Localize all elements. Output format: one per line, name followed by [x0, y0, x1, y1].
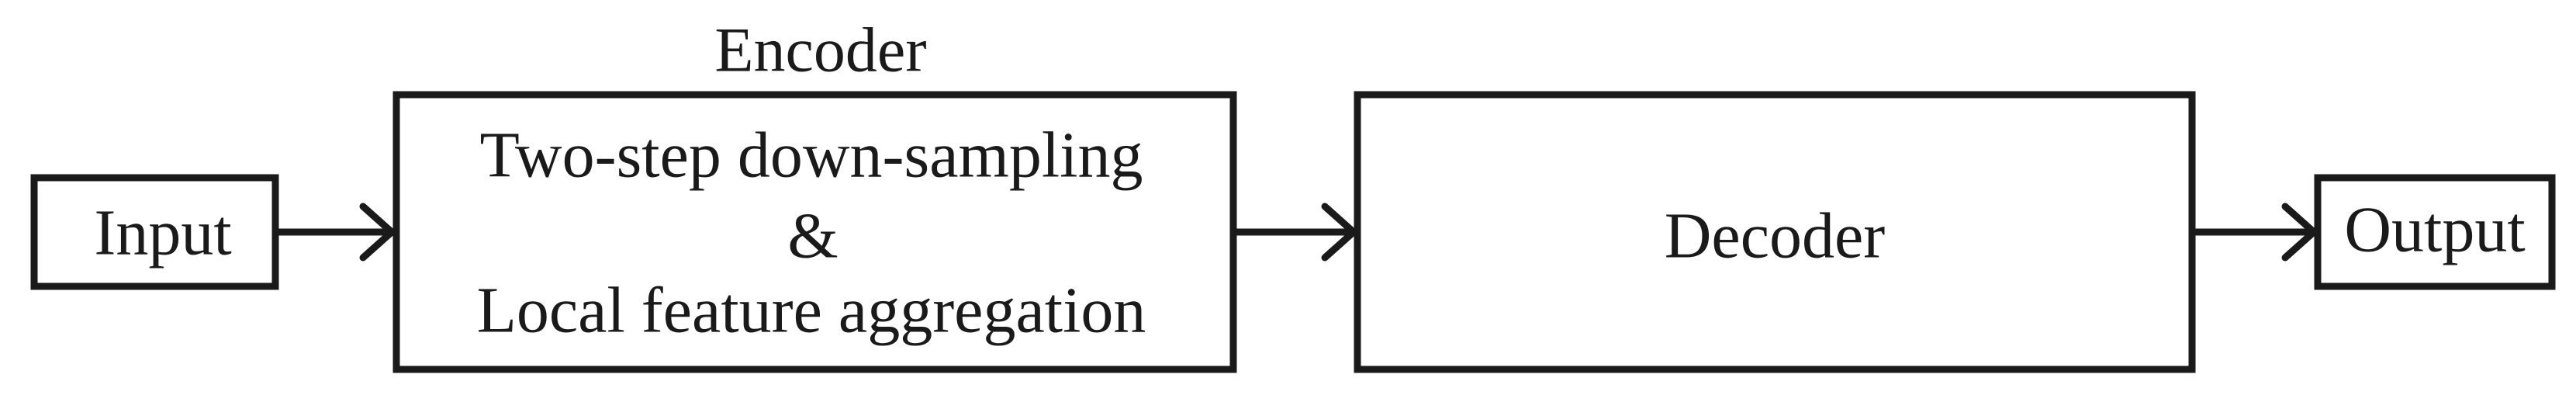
encoder-line-3: Local feature aggregation — [477, 275, 1146, 347]
encoder-line-2: & — [787, 200, 838, 272]
encoder-line-1: Two-step down-sampling — [479, 120, 1143, 192]
arrow-decoder-to-output — [2192, 203, 2318, 262]
decoder-node: Decoder — [1354, 91, 2196, 373]
output-label: Output — [2344, 194, 2525, 266]
encoder-title: Encoder — [714, 15, 926, 85]
arrow-input-to-encoder — [275, 203, 396, 262]
output-node: Output — [2314, 174, 2556, 290]
input-node: Input — [30, 174, 279, 290]
decoder-label: Decoder — [1665, 200, 1886, 272]
input-label: Input — [94, 197, 231, 269]
arrow-encoder-to-decoder — [1233, 203, 1357, 262]
encoder-node: Two-step down-sampling & Local feature a… — [392, 91, 1237, 373]
